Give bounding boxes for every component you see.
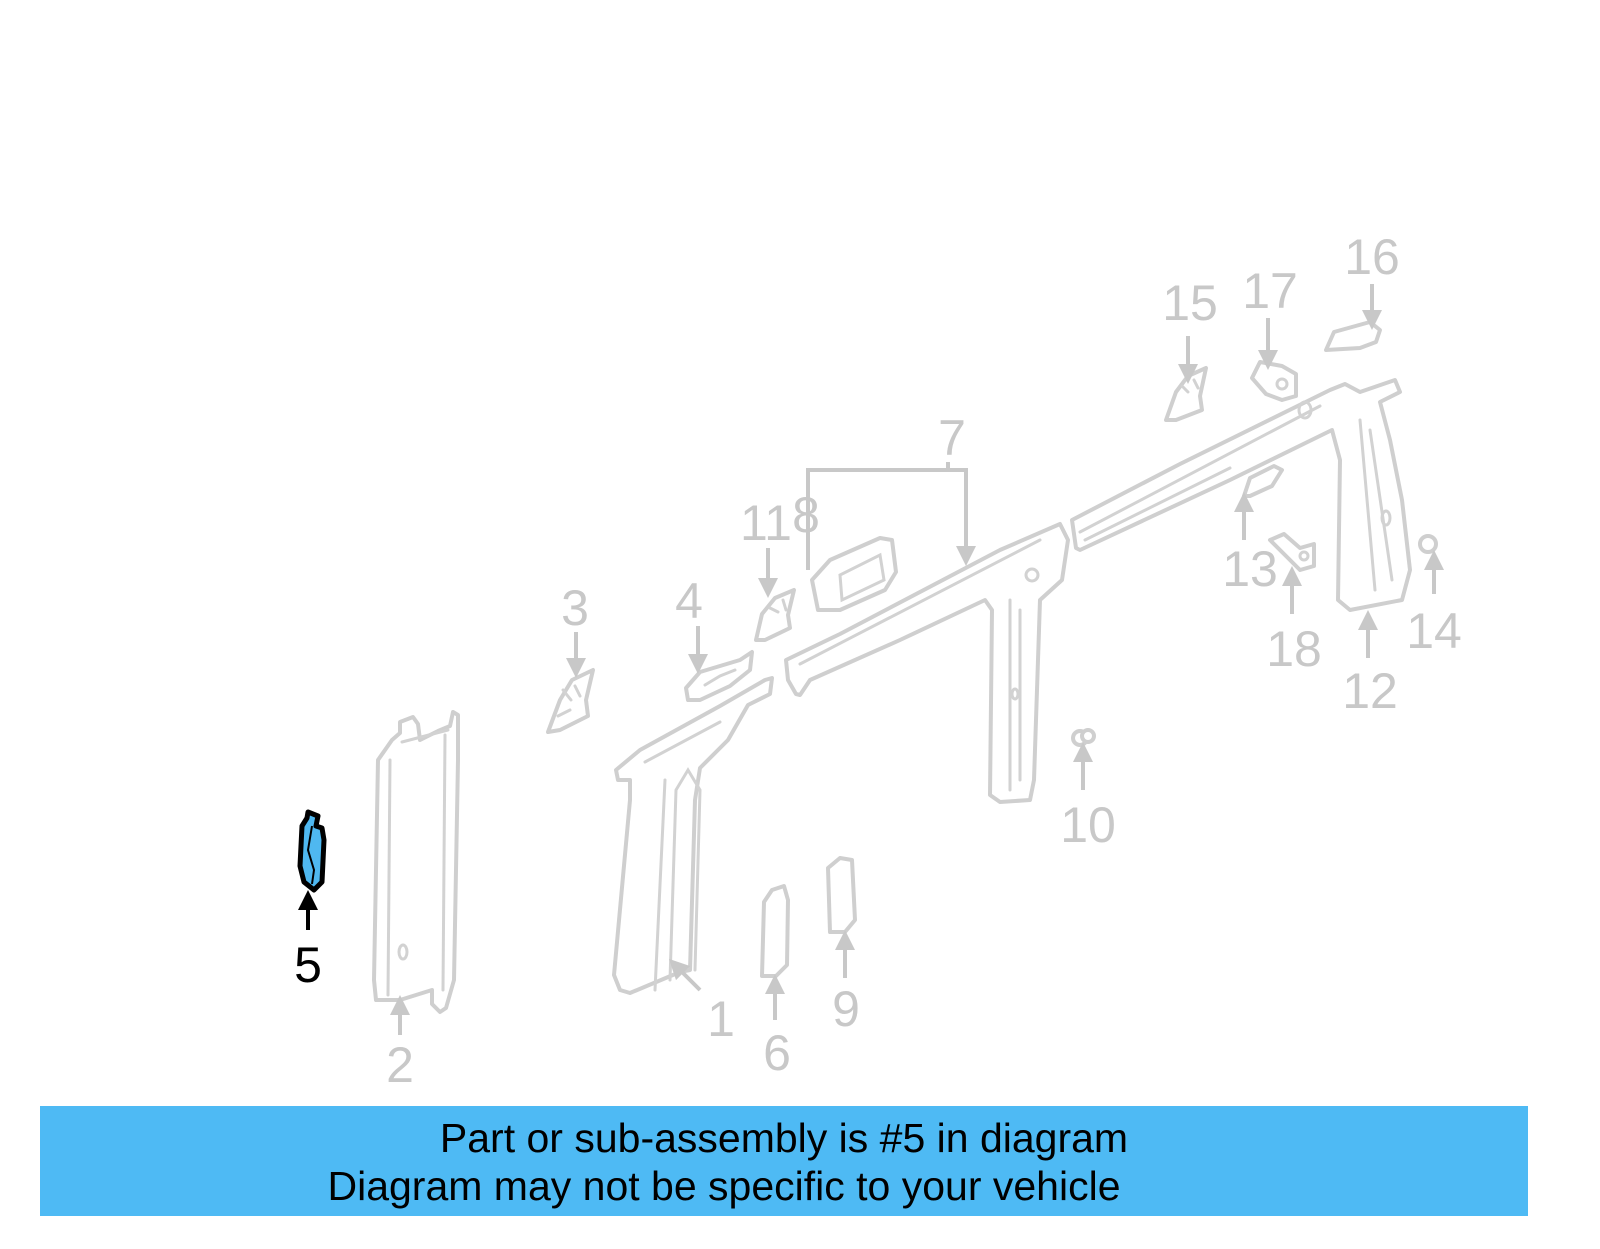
part-4-bracket: [684, 650, 754, 702]
callout-18-rear[interactable]: 18: [1266, 621, 1322, 677]
part-18-clip: [1268, 532, 1316, 572]
leaders: [298, 284, 1444, 1035]
callout-15[interactable]: 15: [1162, 275, 1218, 331]
callout-10[interactable]: 10: [1060, 797, 1116, 853]
callout-11[interactable]: 11: [740, 495, 792, 551]
callout-13[interactable]: 13: [1222, 541, 1278, 597]
callout-12[interactable]: 12: [1342, 663, 1398, 719]
callout-16[interactable]: 16: [1344, 229, 1400, 285]
part-9-trim: [826, 856, 857, 934]
part-11-bracket: [754, 588, 796, 642]
part-7-pillar-rail: [784, 522, 1070, 804]
callout-9[interactable]: 9: [832, 981, 860, 1037]
info-banner: Part or sub-assembly is #5 in diagram Di…: [40, 1106, 1528, 1216]
callout-4[interactable]: 4: [675, 573, 703, 629]
part-8-vent: [810, 536, 898, 612]
callout-3[interactable]: 3: [561, 580, 589, 636]
callout-7[interactable]: 7: [938, 410, 966, 466]
part-3-bracket: [546, 668, 595, 734]
callout-6[interactable]: 6: [763, 1025, 791, 1081]
part-15-bracket: [1164, 366, 1208, 422]
callout-5[interactable]: 5: [294, 937, 322, 993]
callout-8[interactable]: 8: [792, 487, 820, 543]
banner-part-info: Part or sub-assembly is #5 in diagram: [439, 1115, 1129, 1161]
callout-14[interactable]: 14: [1406, 603, 1462, 659]
part-12-rear-pillar: [1070, 378, 1412, 612]
part-5-highlighted[interactable]: [297, 809, 327, 893]
callout-1[interactable]: 1: [707, 991, 735, 1047]
part-6-trim: [760, 884, 790, 978]
callout-labels: 5 2 1 3 4 11 8 7 6 9 10 12 13 14 15 16 1…: [294, 229, 1462, 1093]
banner-disclaimer: Diagram may not be specific to your vehi…: [327, 1163, 1121, 1209]
callout-17[interactable]: 17: [1242, 263, 1298, 319]
part-1-pillar: [612, 676, 774, 995]
part-17-clip: [1250, 360, 1298, 402]
callout-2[interactable]: 2: [386, 1037, 414, 1093]
part-10-clip: [1071, 728, 1096, 747]
part-14-clip: [1418, 534, 1438, 554]
part-2-panel: [372, 710, 460, 1014]
part-16-cap: [1324, 320, 1382, 352]
